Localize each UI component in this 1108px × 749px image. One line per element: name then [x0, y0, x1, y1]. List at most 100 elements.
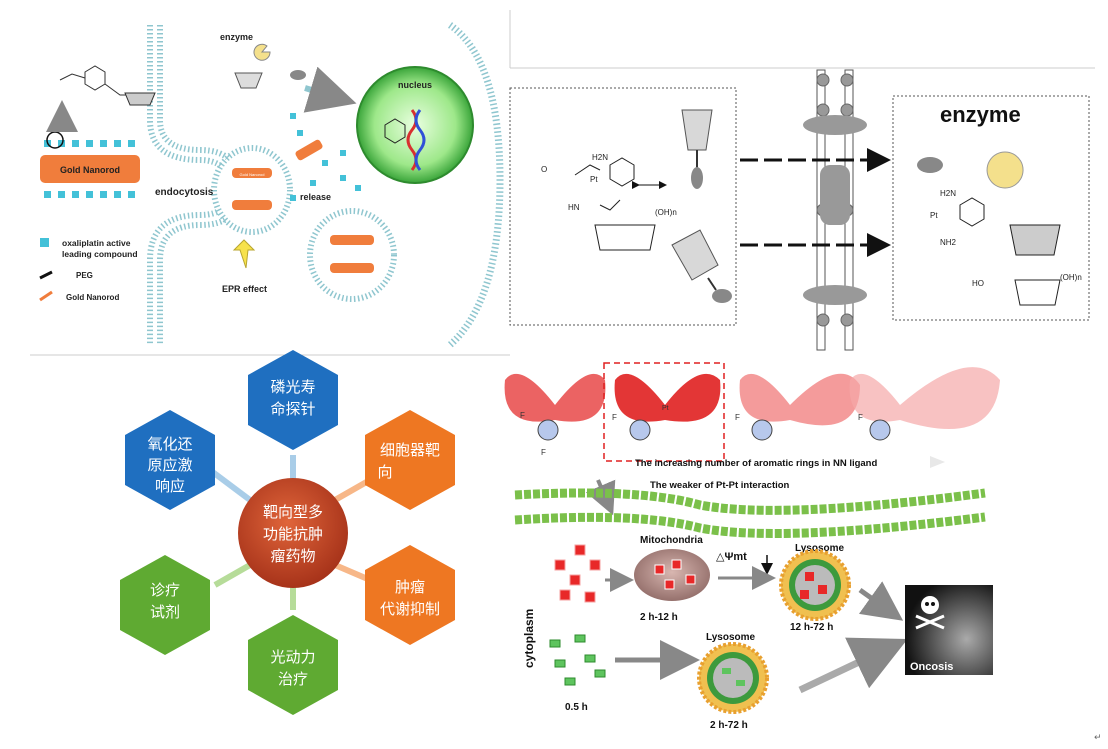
- butterfly-2: F Pt: [612, 373, 721, 441]
- svg-text:命探针: 命探针: [270, 400, 315, 418]
- green-complexes: [549, 634, 606, 686]
- hex-phosphorescence-probe: 磷光寿 命探针: [248, 350, 338, 450]
- svg-text:F: F: [735, 413, 740, 422]
- legend-swatch-2: [39, 270, 53, 280]
- oncosis-image: Oncosis: [905, 585, 993, 675]
- time-4: 2 h-72 h: [710, 720, 748, 731]
- svg-text:磷光寿: 磷光寿: [270, 378, 315, 396]
- enzyme-pacman-a: [253, 43, 271, 61]
- svg-text:F: F: [858, 413, 863, 422]
- cell-membrane-right: [447, 22, 504, 348]
- cytoplasm-label: cytoplasm: [522, 609, 536, 668]
- pt-complex-left: [574, 157, 656, 251]
- pellet-b: [917, 157, 943, 173]
- svg-text:肿瘤: 肿瘤: [395, 578, 425, 596]
- trend-label-1: The increasing number of aromatic rings …: [635, 458, 877, 469]
- pt-complex-right: [959, 197, 1061, 306]
- svg-text:治疗: 治疗: [278, 670, 308, 688]
- panel-b-membrane-transport: H2N Pt HN (OH)n O enzyme: [509, 69, 1090, 351]
- cell-bilayer-d: [514, 488, 986, 538]
- hex-tumor-metabolism: 肿瘤 代谢抑制: [365, 545, 455, 645]
- trend-label-2: The weaker of Pt-Pt interaction: [650, 480, 790, 491]
- panel-a-nanorod-delivery: Gold Nanorod Gold Nanorod: [39, 22, 504, 348]
- svg-text:Gold Nanorod: Gold Nanorod: [66, 293, 119, 302]
- membrane-protein-1: [803, 115, 867, 135]
- oncosis-label: Oncosis: [910, 661, 953, 673]
- svg-text:F: F: [520, 411, 525, 420]
- legend-swatch-1: [40, 238, 49, 247]
- time-2: 12 h-72 h: [790, 622, 833, 633]
- delta-psi-label: △Ψmt: [716, 551, 747, 563]
- svg-text:代谢抑制: 代谢抑制: [380, 600, 440, 618]
- svg-text:HO: HO: [972, 279, 984, 288]
- gold-nanorod-main: Gold Nanorod: [40, 100, 140, 198]
- svg-text:Gold Nanorod: Gold Nanorod: [240, 172, 265, 177]
- return-mark: ↵: [1094, 732, 1102, 742]
- time-1: 2 h-12 h: [640, 612, 678, 623]
- vesicle: [211, 145, 293, 235]
- legend-swatch-3: [39, 290, 53, 302]
- butterfly-3: F: [735, 373, 860, 441]
- svg-text:PEG: PEG: [76, 271, 93, 280]
- svg-text:诊疗: 诊疗: [150, 581, 180, 599]
- panel-d-pt-complexes: F F F Pt F F The increasing number of ar…: [504, 362, 1000, 731]
- vesicle-2: [307, 208, 397, 302]
- small-nanorod-1: Gold Nanorod: [232, 168, 272, 178]
- svg-text:oxaliplatin active: oxaliplatin active: [62, 238, 131, 248]
- mitochondrion: [634, 549, 710, 601]
- svg-text:H2N: H2N: [940, 189, 956, 198]
- center-circle: 靶向型多 功能抗肿 瘤药物: [238, 478, 348, 588]
- svg-text:功能抗肿: 功能抗肿: [263, 525, 323, 543]
- lysosome-label-2: Lysosome: [706, 632, 756, 643]
- svg-text:(OH)n: (OH)n: [655, 208, 677, 217]
- svg-text:F: F: [541, 448, 546, 457]
- nucleus: nucleus: [356, 66, 474, 184]
- panel-c-multifunctional: 磷光寿 命探针 细胞器靶 向 肿瘤 代谢抑制 光动力 治疗 诊疗 试剂 氧化还 …: [120, 350, 455, 715]
- svg-text:瘤药物: 瘤药物: [270, 547, 315, 565]
- svg-text:试剂: 试剂: [150, 603, 180, 621]
- svg-text:细胞器靶: 细胞器靶: [380, 441, 440, 459]
- lysosome-1: [779, 549, 851, 621]
- butterfly-1: F F: [504, 373, 606, 457]
- epr-arrow: [232, 239, 256, 269]
- svg-text:氧化还: 氧化还: [147, 435, 192, 453]
- hex-theranostics: 诊疗 试剂: [120, 555, 210, 655]
- svg-text:向: 向: [377, 463, 392, 481]
- enzyme-pacman-b: [986, 151, 1024, 189]
- butterfly-4: F: [849, 367, 1000, 441]
- red-complexes: [554, 544, 601, 603]
- membrane-protein-2: [803, 285, 867, 305]
- svg-text:leading compound: leading compound: [62, 249, 138, 259]
- svg-text:光动力: 光动力: [270, 648, 315, 666]
- svg-text:(OH)n: (OH)n: [1060, 273, 1082, 282]
- mitochondria-label: Mitochondria: [640, 535, 703, 546]
- nucleus-label: nucleus: [398, 80, 432, 90]
- pellet-a: [290, 70, 306, 80]
- panel-a-legend: oxaliplatin active leading compound PEG …: [39, 238, 138, 302]
- hex-photodynamic-therapy: 光动力 治疗: [248, 615, 338, 715]
- lysosome-label-1: Lysosome: [795, 543, 845, 554]
- svg-text:Pt: Pt: [930, 211, 938, 220]
- panel-a-molecule: [59, 65, 156, 106]
- lysosome-2: [697, 642, 769, 714]
- hex-redox-stress: 氧化还 原应激 响应: [125, 410, 215, 510]
- membrane-channel: [820, 165, 850, 225]
- highlight-box: [603, 362, 725, 462]
- svg-text:O: O: [541, 165, 547, 174]
- epr-label: EPR effect: [222, 284, 267, 294]
- panel-dividers: [30, 10, 1095, 356]
- svg-text:F: F: [612, 413, 617, 422]
- endocytosis-label: endocytosis: [155, 187, 214, 198]
- time-3: 0.5 h: [565, 702, 588, 713]
- svg-text:靶向型多: 靶向型多: [263, 503, 323, 521]
- gold-nanorod-label: Gold Nanorod: [60, 165, 120, 175]
- hex-organelle-targeting: 细胞器靶 向: [365, 410, 455, 510]
- cyclodextrin-a: [234, 72, 263, 89]
- svg-text:NH2: NH2: [940, 238, 957, 247]
- svg-text:H2N: H2N: [592, 153, 608, 162]
- svg-text:Pt: Pt: [590, 175, 598, 184]
- svg-text:HN: HN: [568, 203, 580, 212]
- releasing-nanorod: [295, 139, 323, 161]
- svg-text:响应: 响应: [155, 477, 185, 495]
